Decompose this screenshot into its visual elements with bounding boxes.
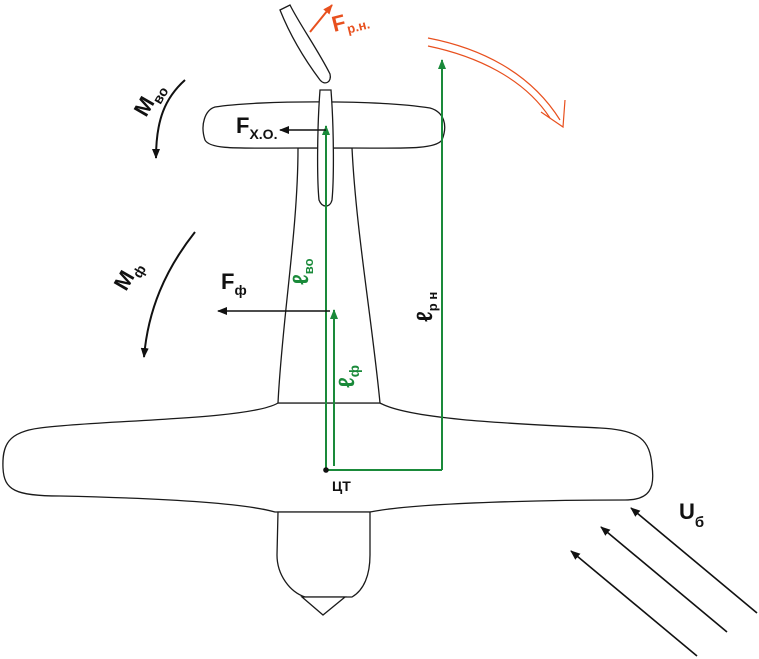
label-l-rn: ℓр н xyxy=(412,292,440,322)
label-u-b: Uб xyxy=(679,499,704,531)
label-f-xo: FX.O. xyxy=(236,113,277,142)
flow-arrow-1 xyxy=(630,507,758,614)
label-m-vo: Mво xyxy=(129,77,172,122)
labels: Fр.н. Mво FX.O. Mф Fф ℓво ℓр н ℓф ЦТ Uб xyxy=(109,4,704,531)
aircraft-outline xyxy=(2,4,654,616)
wing xyxy=(2,402,654,513)
force-arrows xyxy=(140,79,758,657)
ct-point xyxy=(323,467,329,473)
m-f-arc xyxy=(140,231,196,358)
flow-arrow-3 xyxy=(570,550,698,657)
tail-cone xyxy=(276,511,371,598)
deflected-rudder xyxy=(279,4,331,84)
rotation-arc-outer xyxy=(427,37,561,121)
m-vo-arc xyxy=(152,79,186,159)
rotation-arc-head xyxy=(540,99,566,129)
rotation-arc-inner xyxy=(427,45,551,119)
label-ct: ЦТ xyxy=(332,478,351,494)
label-l-f: ℓф xyxy=(334,365,362,388)
label-l-vo: ℓво xyxy=(288,258,316,285)
flow-arrow-2 xyxy=(600,526,728,633)
f-rn-arrow xyxy=(309,4,333,33)
fuselage xyxy=(277,147,381,404)
label-m-f: Mф xyxy=(109,256,149,297)
label-f-rn: Fр.н. xyxy=(329,4,371,40)
rudder-force-group xyxy=(309,4,566,129)
label-f-f: Fф xyxy=(221,269,247,298)
nose-tip xyxy=(300,596,347,616)
distance-lines xyxy=(322,59,446,471)
